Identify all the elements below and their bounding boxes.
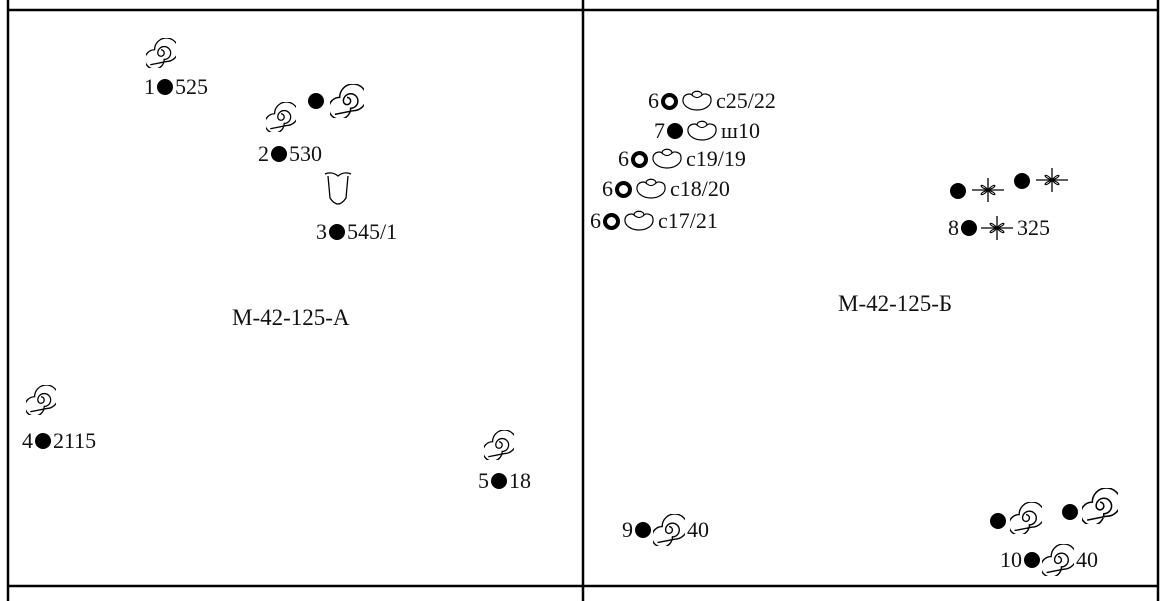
locality-number: 2 (258, 141, 269, 166)
locality-marker-7: 7 ш10 (654, 118, 760, 144)
open-ring-marker (631, 150, 648, 168)
trefoil-icon (685, 118, 719, 144)
trefoil-icon (680, 88, 714, 114)
filled-dot-marker (1024, 552, 1040, 568)
ammonite-icon (26, 385, 56, 415)
locality-marker-6d: 6 с17/21 (590, 208, 718, 234)
locality-code: 40 (687, 517, 709, 542)
locality-code: 525 (175, 74, 208, 99)
locality-number: 8 (948, 215, 959, 240)
ammonite-icon (1010, 502, 1042, 534)
filled-dot-marker (329, 224, 345, 240)
locality-number: 10 (1000, 547, 1022, 572)
ammonite-icon (1042, 544, 1074, 576)
locality-number: 5 (478, 468, 489, 493)
bivalve-icon (322, 168, 354, 212)
locality-marker-2: 2 530 (258, 143, 322, 165)
locality-code: 2115 (53, 428, 97, 453)
four-lobed-fossil-icon (1034, 166, 1070, 194)
locality-code: 40 (1076, 547, 1098, 572)
locality-code: с25/22 (716, 88, 776, 113)
locality-marker-6: 6 с25/22 (648, 88, 776, 114)
locality-marker-6b: 6 с19/19 (618, 146, 746, 172)
locality-number: 6 (648, 88, 659, 113)
locality-marker-1: 1 525 (144, 76, 208, 98)
filled-dot-marker (308, 93, 324, 109)
trefoil-icon (622, 208, 656, 234)
filled-dot-marker (1062, 504, 1078, 520)
open-ring-marker (615, 180, 632, 198)
locality-number: 6 (602, 176, 613, 201)
ammonite-icon (653, 514, 685, 546)
locality-code: 545/1 (347, 219, 398, 244)
filled-dot-marker (491, 473, 507, 489)
ammonite-icon (146, 38, 176, 68)
locality-code: с18/20 (670, 176, 730, 201)
filled-dot-marker (157, 79, 173, 95)
ammonite-icon (330, 84, 364, 118)
locality-code: с17/21 (658, 208, 718, 233)
locality-number: 4 (22, 428, 33, 453)
sheet-label-a: М-42-125-А (232, 305, 350, 330)
locality-code: 530 (289, 141, 322, 166)
locality-number: 3 (316, 219, 327, 244)
ammonite-icon (1082, 488, 1118, 524)
locality-number: 7 (654, 118, 665, 143)
locality-marker-9: 9 40 (622, 514, 709, 546)
locality-code: 18 (509, 468, 531, 493)
trefoil-icon (634, 176, 668, 202)
filled-dot-marker (35, 433, 51, 449)
sheet-label-b: М-42-125-Б (838, 291, 953, 316)
open-ring-marker (661, 92, 678, 110)
filled-dot-marker (961, 220, 977, 236)
locality-marker-5: 5 18 (478, 470, 531, 492)
locality-number: 9 (622, 517, 633, 542)
filled-dot-marker (271, 146, 287, 162)
locality-marker-8: 8 325 (948, 214, 1050, 242)
open-ring-marker (603, 212, 620, 230)
ammonite-icon (266, 102, 296, 132)
locality-code: с19/19 (686, 146, 746, 171)
trefoil-icon (650, 146, 684, 172)
locality-code: ш10 (721, 118, 760, 143)
locality-code: 325 (1017, 215, 1050, 240)
filled-dot-marker (950, 183, 966, 199)
filled-dot-marker (1014, 173, 1030, 189)
locality-marker-4: 4 2115 (22, 430, 96, 452)
locality-number: 6 (618, 146, 629, 171)
locality-marker-10: 10 40 (1000, 544, 1098, 576)
locality-number: 1 (144, 74, 155, 99)
ammonite-icon (484, 430, 514, 460)
filled-dot-marker (635, 522, 651, 538)
locality-marker-6c: 6 с18/20 (602, 176, 730, 202)
filled-dot-marker (990, 513, 1006, 529)
filled-dot-marker (667, 123, 683, 139)
four-lobed-fossil-icon (970, 176, 1006, 204)
four-lobed-fossil-icon (979, 214, 1015, 242)
locality-number: 6 (590, 208, 601, 233)
locality-marker-3: 3 545/1 (316, 221, 397, 243)
